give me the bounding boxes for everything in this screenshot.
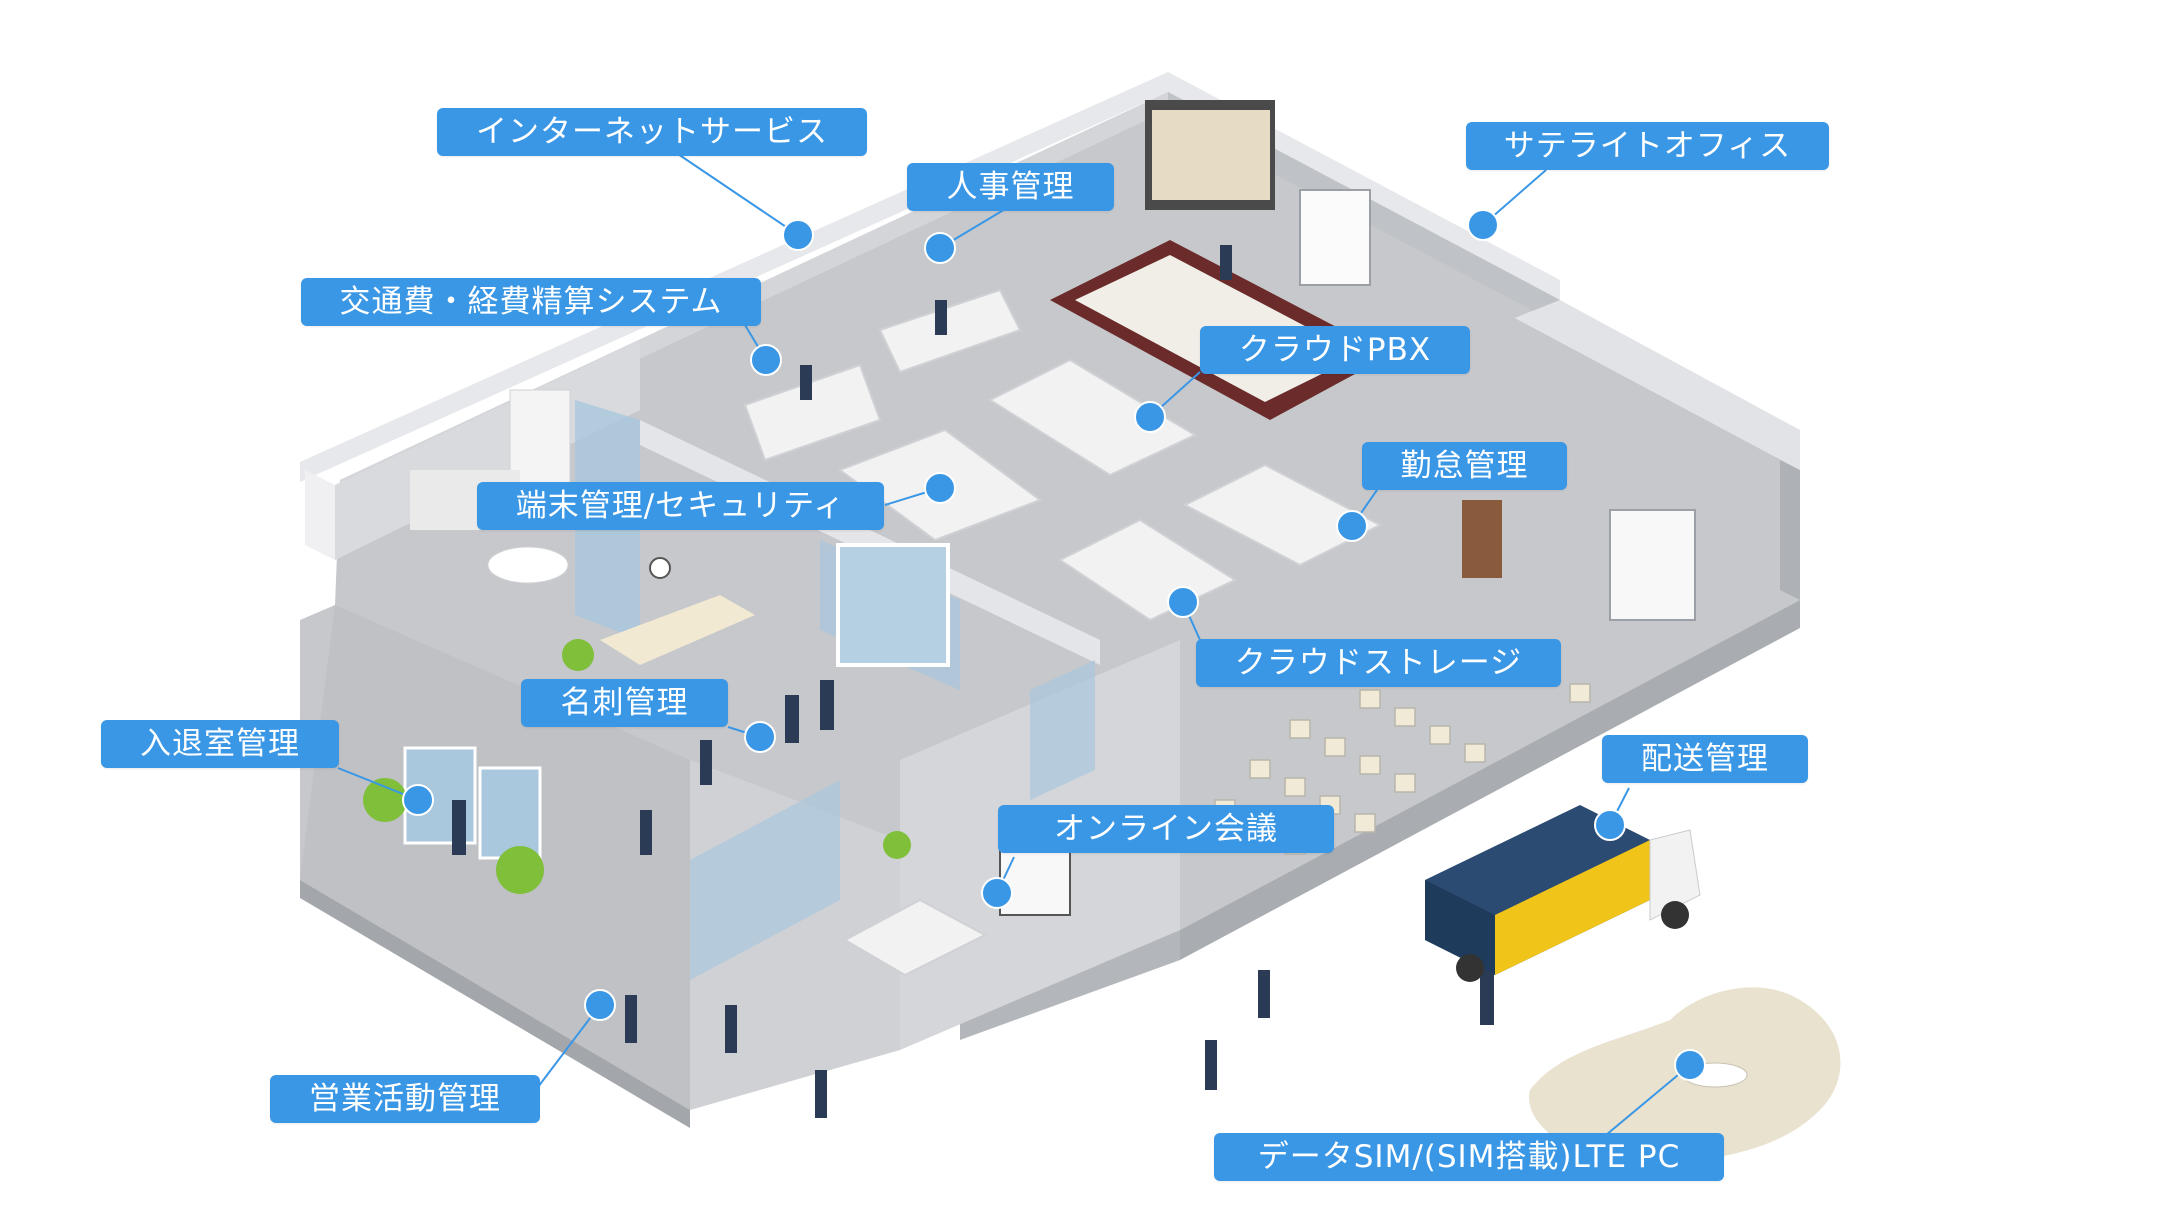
leader-line: [1599, 1064, 1691, 1141]
desk-cluster-4: [1182, 463, 1383, 567]
person: [800, 365, 812, 400]
callout-dot-business-card: [744, 721, 776, 753]
lobby-front-edge: [300, 880, 690, 1128]
building: [300, 72, 1800, 1128]
label-delivery: 配送管理: [1602, 735, 1808, 783]
meeting-table: [842, 898, 988, 977]
callout-dot-storage: [1167, 586, 1199, 618]
person: [1220, 245, 1232, 280]
whiteboard-back: [1299, 189, 1371, 286]
callout-dot-device: [924, 472, 956, 504]
callout-dot-attendance: [1336, 510, 1368, 542]
person: [1205, 1040, 1217, 1090]
reception-desk-2: [743, 363, 882, 462]
plant-4: [562, 639, 594, 671]
delivery-truck: [1425, 805, 1701, 982]
truck-wheel: [1661, 901, 1689, 929]
callout-dot-sales: [584, 989, 616, 1021]
chair: [1359, 755, 1381, 775]
chair: [1569, 683, 1591, 703]
leader-line: [674, 151, 799, 236]
wooden-door: [1462, 500, 1502, 578]
person: [815, 1070, 827, 1118]
whiteboard-right: [1609, 509, 1696, 621]
truck-cargo-open: [1495, 840, 1650, 975]
label-device-security: 端末管理/セキュリティ: [477, 482, 884, 530]
person: [625, 995, 637, 1043]
person: [700, 740, 712, 785]
label-attendance: 勤怠管理: [1362, 442, 1567, 490]
callout-dot-internet: [782, 219, 814, 251]
label-business-card: 名刺管理: [521, 679, 728, 727]
person: [935, 300, 947, 335]
plant-1: [363, 778, 407, 822]
plant-2: [496, 846, 544, 894]
chair: [1249, 759, 1271, 779]
desk-cluster-2: [987, 358, 1198, 477]
person: [725, 1005, 737, 1053]
callout-dot-satellite: [1467, 209, 1499, 241]
person: [1480, 965, 1494, 1025]
entrance-door-right: [478, 766, 542, 860]
shelf-boxes: [1152, 110, 1270, 200]
callout-dot-pbx: [1134, 401, 1166, 433]
chair: [1289, 719, 1311, 739]
lobby-sofa: [600, 595, 755, 665]
truck-wheel: [1456, 954, 1484, 982]
callout-dot-entry: [402, 784, 434, 816]
office-glass-door: [836, 543, 950, 667]
reception-desk-1: [878, 288, 1022, 374]
label-online-meeting: オンライン会議: [998, 805, 1334, 853]
chair: [1324, 737, 1346, 757]
callout-dot-delivery: [1594, 809, 1626, 841]
chair: [1394, 773, 1416, 793]
right-wing-wall: [1515, 300, 1800, 470]
label-expense-system: 交通費・経費精算システム: [301, 278, 761, 326]
label-internet-service: インターネットサービス: [437, 108, 867, 156]
right-wing-side: [1780, 460, 1800, 600]
label-hr-management: 人事管理: [907, 163, 1114, 211]
label-cloud-pbx: クラウドPBX: [1200, 326, 1470, 374]
callout-dot-sim: [1674, 1049, 1706, 1081]
plant-3: [883, 831, 911, 859]
glass-partition-right: [1030, 660, 1095, 800]
person: [785, 695, 799, 743]
truck-cargo-side: [1425, 880, 1495, 975]
chair: [1464, 743, 1486, 763]
label-cloud-storage: クラウドストレージ: [1196, 639, 1561, 687]
chair: [1429, 725, 1451, 745]
chair: [1359, 689, 1381, 709]
person: [1258, 970, 1270, 1018]
inner-wall-1: [640, 420, 1100, 665]
callout-dot-meeting: [981, 877, 1013, 909]
leader-line: [537, 1004, 601, 1088]
glass-partition-meet: [690, 780, 840, 980]
chair: [1354, 813, 1376, 833]
front-right-edge: [1180, 600, 1800, 960]
person: [820, 680, 834, 730]
person: [452, 800, 466, 855]
callout-dot-hr: [924, 232, 956, 264]
label-satellite-office: サテライトオフィス: [1466, 122, 1829, 170]
label-entry-exit: 入退室管理: [101, 720, 339, 768]
wall-clock: [649, 557, 671, 579]
person: [640, 810, 652, 855]
label-data-sim: データSIM/(SIM搭載)LTE PC: [1214, 1133, 1724, 1181]
chair: [1284, 777, 1306, 797]
label-sales-activity: 営業活動管理: [270, 1075, 540, 1123]
truck-cab: [1649, 829, 1701, 921]
callout-dot-expense: [750, 344, 782, 376]
cafe-table: [487, 546, 569, 584]
front-bottom-edge: [960, 930, 1180, 1040]
chair: [1394, 707, 1416, 727]
kitchen-wall-front: [305, 470, 335, 560]
